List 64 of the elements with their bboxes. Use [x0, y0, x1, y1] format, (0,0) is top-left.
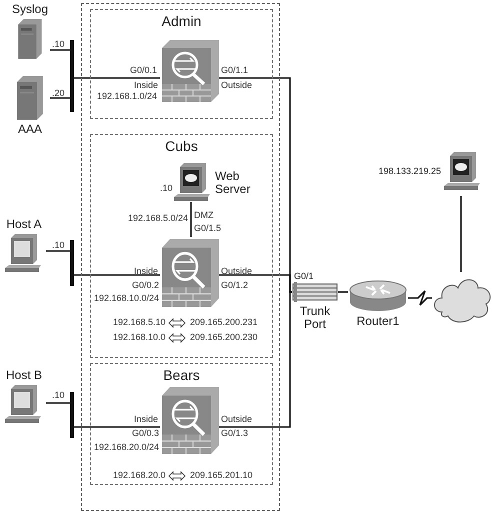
device-label: AAA [18, 122, 42, 136]
interface-label: Outside [221, 415, 252, 424]
interface-label: Outside [221, 267, 252, 276]
network-link [338, 291, 348, 293]
interface-label: G0/0.1 [130, 66, 158, 75]
port-label: G0/1 [294, 271, 314, 281]
network-link [46, 250, 70, 252]
context-title: Cubs [164, 138, 199, 154]
device-label: Host B [6, 368, 42, 382]
device-label: Web Server [215, 170, 252, 196]
context-box [90, 363, 273, 485]
firewall-icon [162, 387, 219, 454]
interface-label: 192.168.10.0/24 [94, 294, 160, 303]
network-link [217, 291, 292, 428]
network-link [46, 402, 70, 404]
interface-label: .10 [52, 391, 65, 400]
network-link [74, 426, 160, 428]
interface-label: .10 [160, 184, 173, 193]
network-link [217, 274, 292, 293]
interface-label: 192.168.20.0/24 [94, 443, 160, 452]
network-bus [70, 392, 74, 438]
interface-label: Inside [134, 415, 158, 424]
interface-label: 192.168.5.10 [113, 318, 166, 327]
interface-label: 192.168.20.0 [113, 471, 166, 480]
interface-label: DMZ [194, 211, 214, 220]
interface-label: 209.165.201.10 [190, 471, 253, 480]
interface-label: 209.165.200.231 [190, 318, 258, 327]
interface-label: .10 [52, 241, 65, 250]
interface-label: 209.165.200.230 [190, 333, 258, 342]
interface-label: G0/0.2 [132, 281, 160, 290]
network-link [50, 49, 70, 51]
device-label: Syslog [12, 3, 48, 16]
interface-label: .20 [52, 89, 65, 98]
network-link [50, 97, 70, 99]
device-label: Host A [6, 218, 42, 231]
context-title: Bears [162, 367, 201, 383]
context-box [90, 134, 273, 358]
interface-label: 192.168.10.0 [113, 333, 166, 342]
network-link [190, 202, 192, 237]
network-link [408, 290, 432, 306]
device-label: 198.133.219.25 [378, 167, 441, 177]
network-bus [70, 240, 74, 286]
network-bus [70, 40, 74, 112]
interface-label: G0/1.5 [194, 224, 222, 233]
interface-label: Inside [134, 267, 158, 276]
interface-label: Outside [221, 81, 252, 90]
interface-label: G0/0.3 [132, 429, 160, 438]
firewall-icon [162, 239, 219, 307]
interface-label: G0/1.3 [221, 429, 248, 438]
network-link [74, 77, 160, 79]
interface-label: 192.168.1.0/24 [97, 92, 158, 101]
interface-label: Inside [134, 81, 158, 90]
device-label: Trunk Port [298, 305, 332, 332]
interface-label: G0/1.1 [221, 66, 248, 75]
context-title: Admin [160, 13, 202, 29]
device-label: Router1 [356, 315, 400, 328]
dashed-boundary [81, 3, 280, 511]
interface-label: 192.168.5.0/24 [128, 214, 188, 223]
network-link [460, 196, 462, 272]
network-link [74, 274, 160, 276]
interface-label: G0/1.2 [221, 281, 248, 290]
interface-label: .10 [52, 40, 65, 49]
firewall-icon [162, 40, 219, 102]
context-box [90, 9, 273, 119]
